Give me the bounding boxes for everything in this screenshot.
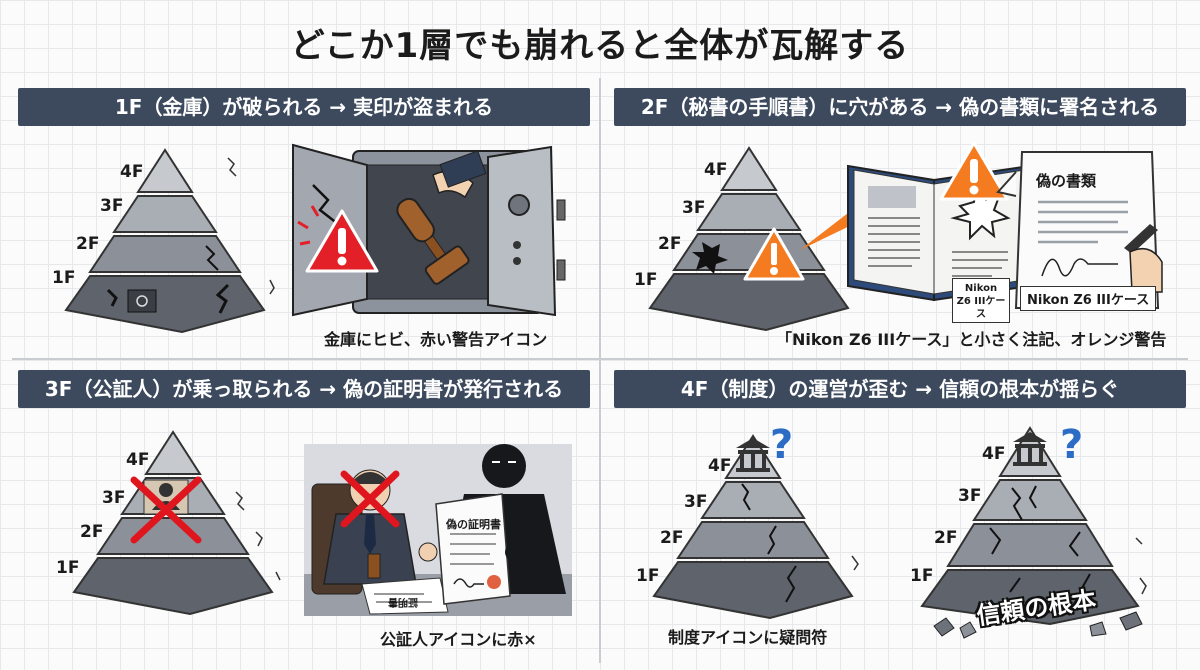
- panel-1f-safe: 1F（金庫）が破られる → 実印が盗まれる 4F 3F 2F 1F: [8, 80, 598, 370]
- panel-banner: 4F（制度）の運営が歪む → 信頼の根本が揺らぐ: [614, 370, 1186, 408]
- question-mark-icon: ?: [1060, 422, 1084, 468]
- pyramid-graphic: [64, 148, 275, 334]
- floor-label-4f: 4F: [982, 444, 1006, 464]
- floor-label-1f: 1F: [634, 270, 658, 290]
- panel-caption: 金庫にヒビ、赤い警告アイコン: [324, 330, 548, 349]
- panel-3f-notary: 3F（公証人）が乗っ取られる → 偽の証明書が発行される 4F 3F 2F 1F: [8, 362, 598, 652]
- panel-caption: 「Nikon Z6 IIIケース」と小さく注記、オレンジ警告: [776, 330, 1167, 349]
- floor-label-3f: 3F: [102, 488, 126, 508]
- page-title: どこか1層でも崩れると全体が瓦解する: [290, 26, 910, 66]
- floor-label-2f: 2F: [934, 528, 958, 548]
- warning-icon: [939, 141, 1009, 201]
- pyramid-graphic: [652, 434, 859, 620]
- floor-label-3f: 3F: [682, 198, 706, 218]
- certificate-title: 偽の証明書: [446, 518, 501, 531]
- panel-banner: 2F（秘書の手順書）に穴がある → 偽の書類に署名される: [614, 88, 1186, 126]
- fake-document-paper: [996, 151, 1163, 309]
- panel-banner: 3F（公証人）が乗っ取られる → 偽の証明書が発行される: [18, 370, 590, 408]
- panel-caption: 制度アイコンに疑問符: [668, 628, 828, 647]
- note-callout: Nikon Z6 IIIケース: [952, 278, 1010, 323]
- note-line-1: Nikon: [964, 283, 998, 294]
- panel-4f-institution: 4F（制度）の運営が歪む → 信頼の根本が揺らぐ 4F 3F 2F 1F ? 4…: [604, 362, 1194, 652]
- warning-icon: [743, 227, 805, 281]
- fake-document-title: 偽の書類: [1036, 172, 1097, 190]
- pyramid-graphic: [72, 430, 281, 616]
- floor-label-4f: 4F: [120, 162, 144, 182]
- floor-label-3f: 3F: [100, 196, 124, 216]
- note-label: Nikon Z6 IIIケース: [1020, 286, 1157, 311]
- floor-label-3f: 3F: [958, 486, 982, 506]
- safe-illustration: [292, 143, 566, 317]
- note-line-2: Z6 IIIケース: [956, 296, 1006, 320]
- floor-label-4f: 4F: [708, 456, 732, 476]
- floor-label-2f: 2F: [660, 528, 684, 548]
- notary-scene: [304, 444, 572, 616]
- floor-label-4f: 4F: [704, 160, 728, 180]
- floor-label-2f: 2F: [658, 234, 682, 254]
- panel-2f-manual: 2F（秘書の手順書）に穴がある → 偽の書類に署名される 4F 3F 2F 1F…: [604, 80, 1194, 370]
- question-mark-icon: ?: [770, 422, 794, 468]
- floor-label-2f: 2F: [80, 522, 104, 542]
- floor-label-4f: 4F: [126, 450, 150, 470]
- horizontal-divider: [12, 358, 1188, 360]
- panel-banner: 1F（金庫）が破られる → 実印が盗まれる: [18, 88, 590, 126]
- floor-label-2f: 2F: [76, 234, 100, 254]
- floor-label-1f: 1F: [52, 268, 76, 288]
- floor-label-1f: 1F: [56, 558, 80, 578]
- paper-title: 証明書: [388, 596, 418, 607]
- floor-label-1f: 1F: [910, 566, 934, 586]
- floor-label-3f: 3F: [684, 492, 708, 512]
- panel-caption: 公証人アイコンに赤×: [380, 630, 537, 649]
- warning-icon: [297, 205, 379, 273]
- collapsing-pyramid-graphic: [920, 426, 1147, 639]
- vertical-divider: [599, 78, 601, 663]
- floor-label-1f: 1F: [636, 566, 660, 586]
